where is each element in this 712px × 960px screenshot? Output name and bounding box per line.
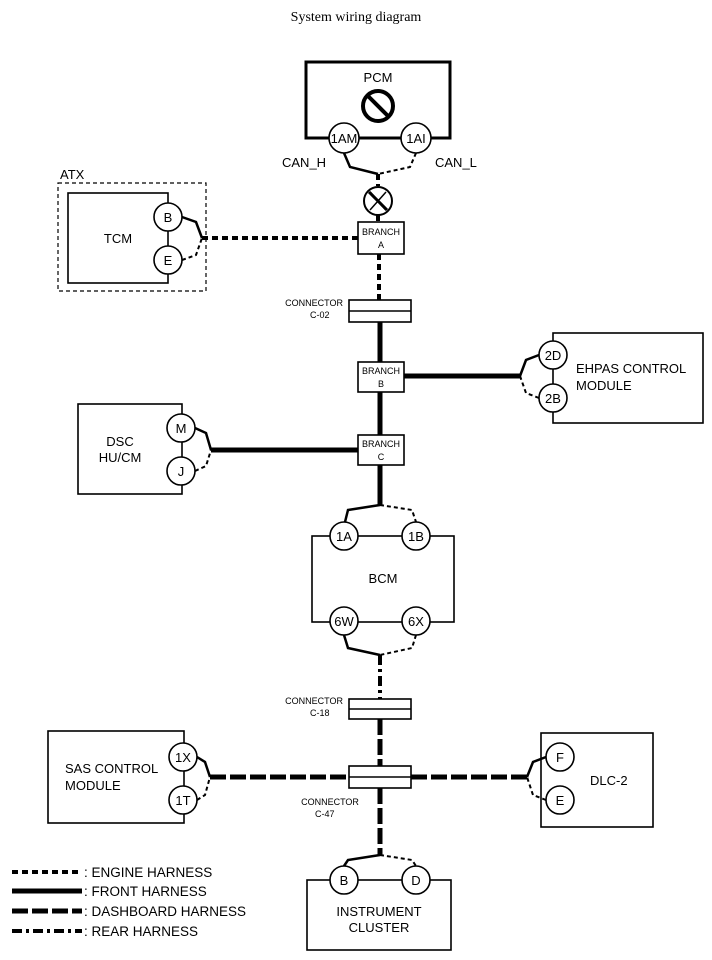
dsc-label-1: DSC	[106, 434, 133, 449]
bcm-lead-6w	[342, 634, 381, 657]
bcm-pin-1b	[401, 521, 431, 551]
cluster-pin-d	[401, 865, 431, 895]
bcm-pin-6w-label: 6W	[334, 614, 354, 629]
bcm-pin-1a-label: 1A	[336, 529, 352, 544]
ehpas-label-1: EHPAS CONTROL	[576, 361, 686, 376]
pcm-module: PCM 1AM 1AI CAN_H CAN_L	[282, 60, 477, 170]
dsc-pin-m-label: M	[176, 421, 187, 436]
ehpas-lead-top	[518, 353, 540, 377]
sas-module: SAS CONTROL MODULE 1X 1T	[47, 730, 198, 824]
c47-line1: CONNECTOR	[301, 797, 359, 807]
dlc-pin-f-label: F	[556, 750, 564, 765]
bcm-lead-1a	[343, 503, 381, 523]
branch-b-line2: B	[378, 379, 384, 389]
tcm-pin-b-label: B	[164, 210, 173, 225]
tcm-lead-bottom	[181, 237, 203, 261]
pcm-pin-1ai-label: 1AI	[406, 131, 426, 146]
branch-a-line2: A	[378, 240, 384, 250]
connector-c47: CONNECTOR C-47	[301, 765, 412, 819]
dsc-module: DSC HU/CM M J	[77, 403, 196, 495]
legend-dashboard-label: : DASHBOARD HARNESS	[84, 904, 246, 919]
sas-lead-top	[196, 755, 212, 778]
legend-item-engine: : ENGINE HARNESS	[12, 865, 212, 880]
dsc-label-2: HU/CM	[99, 450, 142, 465]
connector-c02: CONNECTOR C-02	[285, 298, 412, 323]
tcm-pin-e-label: E	[164, 253, 173, 268]
cluster-pin-b-label: B	[340, 873, 349, 888]
cluster-pin-d-label: D	[411, 873, 420, 888]
c18-line1: CONNECTOR	[285, 696, 343, 706]
dsc-lead-top	[194, 426, 213, 451]
c02-line2: C-02	[310, 310, 330, 320]
connector-c18: CONNECTOR C-18	[285, 696, 412, 720]
bcm-lead-1b	[379, 504, 417, 523]
branch-a: BRANCH A	[357, 221, 405, 255]
instrument-cluster: INSTRUMENT CLUSTER B D	[306, 865, 452, 951]
legend-engine-label: : ENGINE HARNESS	[84, 865, 212, 880]
dlc-pin-e-label: E	[556, 793, 565, 808]
bcm-module: BCM 1A 1B 6W 6X	[311, 521, 455, 636]
bcm-pin-1b-label: 1B	[408, 529, 424, 544]
tcm-label: TCM	[104, 231, 132, 246]
atx-group: ATX TCM B E	[57, 167, 207, 292]
branch-a-line1: BRANCH	[362, 227, 400, 237]
twisted-pair-icon	[363, 186, 393, 216]
diagram-title: System wiring diagram	[291, 10, 422, 25]
atx-label: ATX	[60, 167, 85, 182]
pcm-label: PCM	[364, 70, 393, 85]
c02-line1: CONNECTOR	[285, 298, 343, 308]
sas-label-2: MODULE	[65, 778, 121, 793]
legend-item-front: : FRONT HARNESS	[12, 884, 207, 899]
can-h-label: CAN_H	[282, 155, 326, 170]
ehpas-lead-bottom	[519, 375, 540, 399]
sas-label-1: SAS CONTROL	[65, 761, 158, 776]
dsc-lead-bottom	[194, 449, 212, 472]
legend-item-rear: : REAR HARNESS	[12, 924, 198, 939]
pcm-lead-left	[342, 152, 379, 176]
cluster-label-1: INSTRUMENT	[336, 904, 421, 919]
cluster-pin-b	[329, 865, 359, 895]
cluster-label-2: CLUSTER	[349, 920, 410, 935]
sas-lead-bottom	[196, 776, 211, 801]
sas-pin-1x-label: 1X	[175, 750, 191, 765]
dlc-label: DLC-2	[590, 773, 628, 788]
branch-c-line1: BRANCH	[362, 439, 400, 449]
bcm-pin-1a	[329, 521, 359, 551]
legend-item-dashboard: : DASHBOARD HARNESS	[12, 904, 246, 919]
bcm-label: BCM	[369, 571, 398, 586]
pcm-lead-right	[377, 152, 417, 175]
prohibited-icon	[361, 89, 395, 123]
branch-b: BRANCH B	[357, 361, 405, 393]
c47-line2: C-47	[315, 809, 335, 819]
legend-front-label: : FRONT HARNESS	[84, 884, 207, 899]
branch-b-line1: BRANCH	[362, 366, 400, 376]
legend-rear-label: : REAR HARNESS	[84, 924, 198, 939]
dlc-lead-top	[525, 755, 547, 778]
branch-c: BRANCH C	[357, 434, 405, 466]
sas-pin-1t-label: 1T	[175, 793, 190, 808]
ehpas-pin-2d-label: 2D	[545, 348, 562, 363]
pcm-pin-1am-label: 1AM	[331, 131, 358, 146]
cluster-lead-b	[342, 853, 381, 867]
tcm-lead-top	[181, 215, 204, 239]
cluster-lead-d	[379, 854, 417, 867]
bcm-lead-6x	[379, 634, 417, 656]
dlc-module: DLC-2 F E	[540, 732, 654, 828]
ehpas-pin-2b-label: 2B	[545, 391, 561, 406]
c18-line2: C-18	[310, 708, 330, 718]
legend: : ENGINE HARNESS : FRONT HARNESS : DASHB…	[12, 865, 246, 939]
can-l-label: CAN_L	[435, 155, 477, 170]
dsc-pin-j-label: J	[178, 464, 185, 479]
ehpas-module: EHPAS CONTROL MODULE 2D 2B	[538, 332, 704, 424]
bcm-pin-6x-label: 6X	[408, 614, 424, 629]
ehpas-label-2: MODULE	[576, 378, 632, 393]
branch-c-line2: C	[378, 452, 385, 462]
